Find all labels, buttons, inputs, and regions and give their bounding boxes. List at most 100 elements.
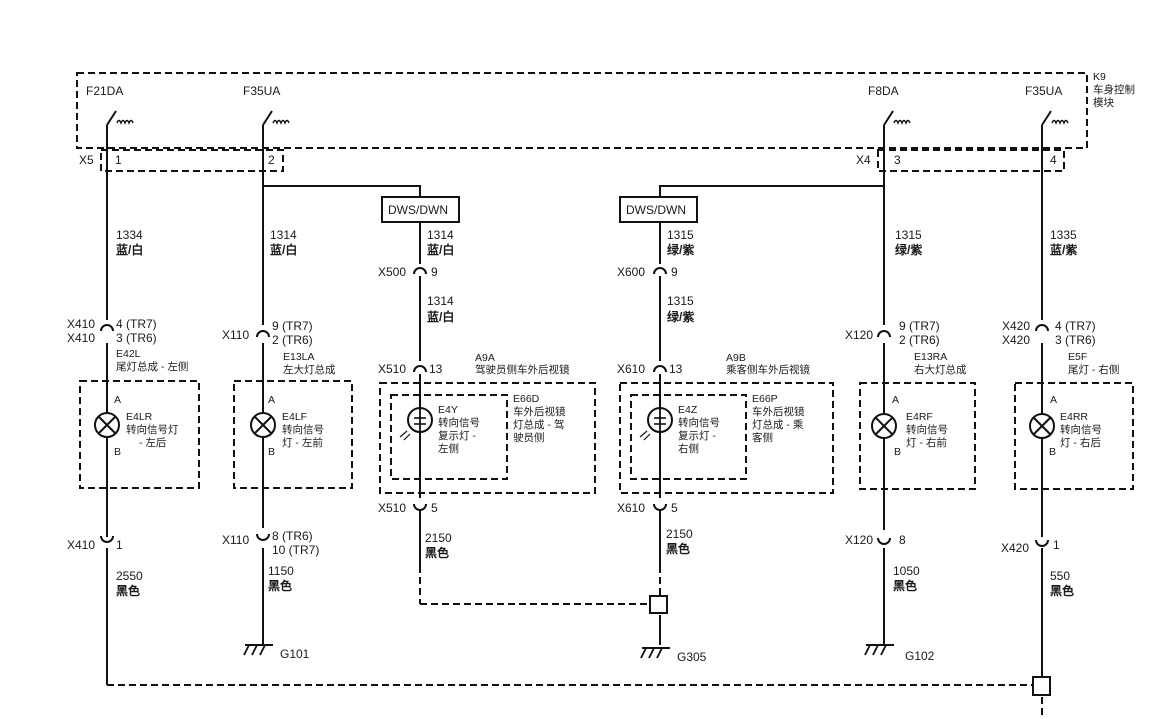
svg-text:黑色: 黑色 <box>1050 583 1074 598</box>
wires <box>106 133 1043 719</box>
circuit-1314-headlamp: 1314 蓝/白 X110 9 (TR7) 2 (TR6) E13LA 左大灯总… <box>222 228 353 661</box>
lamp-e4lf <box>250 412 276 438</box>
svg-text:E4LF: E4LF <box>282 411 307 423</box>
svg-text:1334: 1334 <box>116 228 143 242</box>
svg-text:9: 9 <box>431 265 438 279</box>
svg-text:X510: X510 <box>378 501 406 515</box>
module-name-line2: 模块 <box>1093 97 1115 109</box>
svg-text:G101: G101 <box>280 647 310 661</box>
svg-text:4 (TR7): 4 (TR7) <box>1055 319 1096 333</box>
svg-text:E66D: E66D <box>513 393 540 405</box>
fuse-f8da: F8DA <box>868 84 911 134</box>
svg-text:灯 - 左前: 灯 - 左前 <box>282 436 323 449</box>
led-e4z <box>639 407 673 441</box>
svg-text:绿/紫: 绿/紫 <box>895 242 922 257</box>
svg-text:黑色: 黑色 <box>268 578 292 593</box>
svg-text:驶员侧: 驶员侧 <box>513 431 545 444</box>
svg-text:黑色: 黑色 <box>666 541 690 556</box>
svg-text:E66P: E66P <box>752 393 778 405</box>
svg-text:X410: X410 <box>67 317 95 331</box>
svg-text:X600: X600 <box>617 265 645 279</box>
svg-text:左大灯总成: 左大灯总成 <box>283 363 336 376</box>
svg-text:2150: 2150 <box>666 527 693 541</box>
svg-text:X610: X610 <box>617 362 645 376</box>
svg-text:灯 - 右前: 灯 - 右前 <box>906 436 947 449</box>
svg-text:转向信号: 转向信号 <box>678 416 720 429</box>
svg-text:A: A <box>114 394 121 406</box>
svg-text:1150: 1150 <box>268 564 294 578</box>
svg-text:- 左后: - 左后 <box>139 436 166 449</box>
svg-text:1315: 1315 <box>667 228 694 242</box>
svg-text:E4RR: E4RR <box>1060 411 1088 423</box>
svg-text:灯总成 - 驾: 灯总成 - 驾 <box>513 418 564 431</box>
ground-g305 <box>640 647 671 659</box>
svg-text:蓝/紫: 蓝/紫 <box>1050 242 1077 257</box>
svg-text:A9A: A9A <box>475 352 495 364</box>
svg-text:复示灯 -: 复示灯 - <box>678 429 716 442</box>
svg-text:E4Y: E4Y <box>438 404 458 416</box>
svg-text:B: B <box>114 446 121 458</box>
svg-text:X5: X5 <box>79 153 94 167</box>
svg-text:X110: X110 <box>222 328 249 342</box>
svg-text:5: 5 <box>671 501 678 515</box>
svg-text:DWS/DWN: DWS/DWN <box>388 203 448 217</box>
svg-text:1: 1 <box>1053 538 1060 552</box>
svg-text:1335: 1335 <box>1050 228 1077 242</box>
svg-text:车外后视镜: 车外后视镜 <box>513 405 566 418</box>
svg-text:F21DA: F21DA <box>86 84 123 98</box>
fuse-f21da: F21DA <box>86 84 134 134</box>
svg-text:B: B <box>894 446 901 458</box>
svg-text:3 (TR6): 3 (TR6) <box>1055 333 1096 347</box>
svg-text:E13LA: E13LA <box>283 351 315 363</box>
circuit-1314-mirror-driver: 1314 蓝/白 X500 9 1314 蓝/白 X510 13 A9A 驾驶员… <box>378 228 596 560</box>
svg-text:E5F: E5F <box>1068 351 1087 363</box>
svg-text:8: 8 <box>899 533 906 547</box>
svg-text:X510: X510 <box>378 362 406 376</box>
svg-text:乘客侧车外后视镜: 乘客侧车外后视镜 <box>726 363 810 376</box>
splice-g305 <box>649 595 668 614</box>
svg-text:X410: X410 <box>67 331 95 345</box>
svg-text:F35UA: F35UA <box>1025 84 1062 98</box>
svg-text:3: 3 <box>894 153 901 167</box>
circuit-1335: 1335 蓝/紫 X420 4 (TR7) X420 3 (TR6) E5F 尾… <box>1001 228 1134 598</box>
svg-text:2: 2 <box>268 153 275 167</box>
splice-bottom-right <box>1032 676 1051 696</box>
svg-text:2150: 2150 <box>425 531 452 545</box>
svg-text:13: 13 <box>669 362 683 376</box>
svg-text:X500: X500 <box>378 265 406 279</box>
svg-text:蓝/白: 蓝/白 <box>116 242 143 257</box>
svg-text:B: B <box>1049 446 1056 458</box>
fuse-f35ua-right: F35UA <box>1025 84 1069 134</box>
svg-text:E4LR: E4LR <box>126 411 153 423</box>
svg-text:转向信号: 转向信号 <box>906 423 948 436</box>
svg-text:2550: 2550 <box>116 569 143 583</box>
circuit-1315-mirror-passenger: 1315 绿/紫 X600 9 1315 绿/紫 X610 13 A9B 乘客侧… <box>617 228 834 664</box>
svg-text:X120: X120 <box>845 533 873 547</box>
svg-text:B: B <box>268 446 275 458</box>
svg-text:X4: X4 <box>856 153 871 167</box>
svg-text:蓝/白: 蓝/白 <box>270 242 297 257</box>
svg-text:E13RA: E13RA <box>914 351 947 363</box>
svg-text:F35UA: F35UA <box>243 84 280 98</box>
svg-text:G305: G305 <box>677 650 707 664</box>
svg-text:车外后视镜: 车外后视镜 <box>752 405 805 418</box>
svg-text:4: 4 <box>1050 153 1057 167</box>
svg-text:蓝/白: 蓝/白 <box>427 242 454 257</box>
svg-text:1314: 1314 <box>427 228 454 242</box>
svg-text:9 (TR7): 9 (TR7) <box>899 319 940 333</box>
svg-text:DWS/DWN: DWS/DWN <box>626 203 686 217</box>
svg-text:客侧: 客侧 <box>752 431 773 444</box>
svg-text:尾灯总成 - 左侧: 尾灯总成 - 左侧 <box>116 360 188 373</box>
svg-text:1315: 1315 <box>667 294 694 308</box>
svg-text:F8DA: F8DA <box>868 84 899 98</box>
ground-g101 <box>243 644 274 656</box>
body-control-module: K9 车身控制 模块 <box>76 71 1135 149</box>
svg-text:黑色: 黑色 <box>893 578 917 593</box>
svg-text:X420: X420 <box>1002 319 1030 333</box>
svg-text:左侧: 左侧 <box>438 442 459 455</box>
svg-text:13: 13 <box>429 362 443 376</box>
svg-text:灯总成 - 乘: 灯总成 - 乘 <box>752 418 804 431</box>
svg-text:A9B: A9B <box>726 352 746 364</box>
svg-text:绿/紫: 绿/紫 <box>667 309 694 324</box>
